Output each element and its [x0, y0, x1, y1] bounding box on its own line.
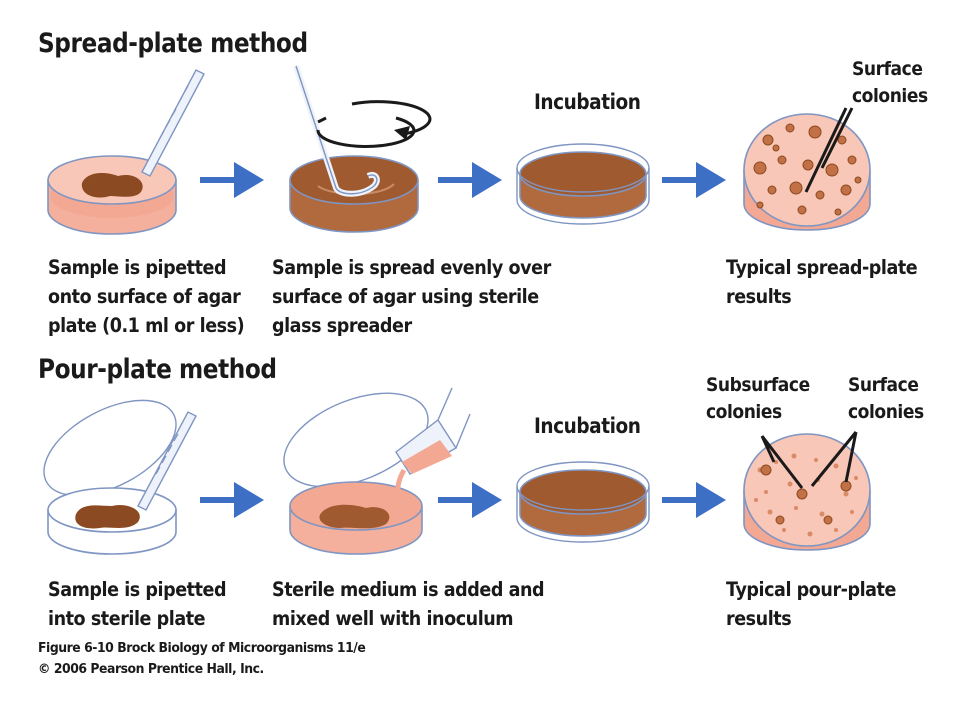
plate-lid [283, 392, 429, 488]
pointer-lines [760, 431, 858, 489]
pour-plate-incubation-dish [516, 461, 650, 543]
pour-plate-step2-dish [283, 387, 471, 555]
spread-step2-caption: Sample is spread evenly over surface of … [272, 256, 551, 337]
medium-flask-icon [394, 387, 471, 503]
pour-plate-title: Pour-plate method [38, 354, 277, 385]
pour-step2-caption: Sterile medium is added and mixed well w… [272, 578, 545, 630]
pour-incubation-label: Incubation [534, 414, 641, 438]
sample-drop [319, 504, 390, 529]
figure-caption: Figure 6-10 Brock Biology of Microorgani… [38, 640, 366, 656]
pointer-lines [804, 107, 854, 193]
subsurface-colonies [754, 453, 858, 537]
rotation-arrow-icon [316, 100, 432, 148]
spread-step1-caption: Sample is pipetted onto surface of agar … [48, 256, 245, 337]
surface-colonies [753, 123, 862, 216]
glass-spreader [293, 65, 380, 197]
figure-copyright: © 2006 Pearson Prentice Hall, Inc. [38, 661, 264, 677]
spread-plate-incubation-dish [516, 143, 650, 225]
spread-plate-step2-dish [289, 65, 432, 233]
spread-plate-title: Spread-plate method [38, 28, 308, 59]
spread-incubation-label: Incubation [534, 90, 641, 114]
pour-subsurface-colonies-label: Subsurface colonies [706, 374, 810, 423]
pour-plate-result-dish [743, 431, 871, 551]
surface-colonies [760, 464, 852, 525]
pipette [137, 411, 197, 511]
pour-step1-caption: Sample is pipetted into sterile plate [48, 578, 227, 630]
spread-result-caption: Typical spread-plate results [726, 256, 918, 308]
sample-drop [75, 504, 140, 529]
pipette [141, 69, 205, 177]
sample-drop [81, 172, 143, 198]
spread-plate-result-dish [743, 107, 871, 231]
pour-plate-step1-dish [43, 399, 197, 555]
pour-result-caption: Typical pour-plate results [726, 578, 896, 630]
spread-plate-step1-dish [47, 69, 205, 235]
pour-surface-colonies-label: Surface colonies [848, 374, 924, 423]
spread-surface-colonies-label: Surface colonies [852, 58, 928, 107]
plate-lid [43, 399, 177, 497]
